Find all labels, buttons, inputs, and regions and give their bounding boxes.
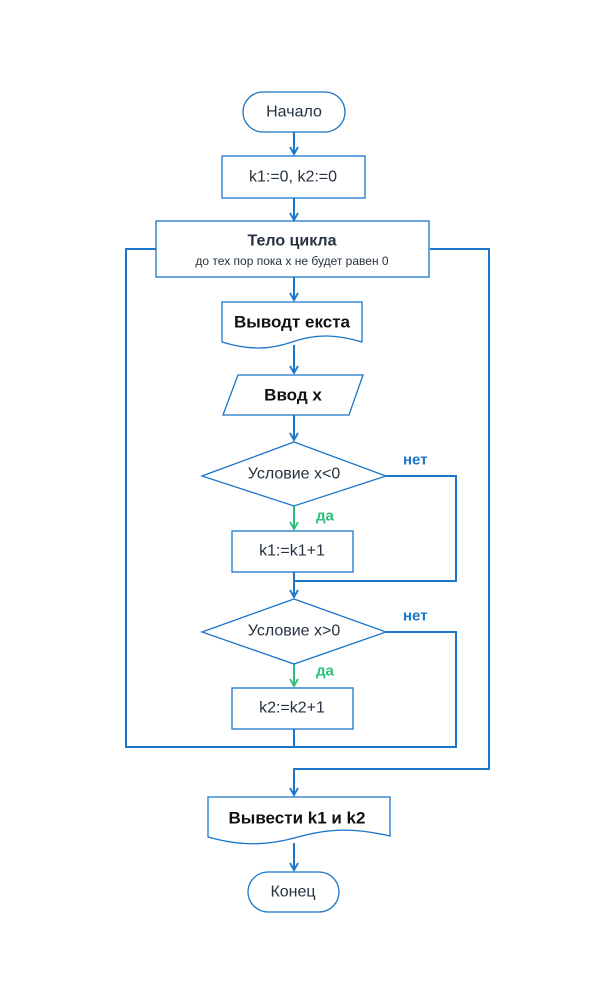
connectors (125, 132, 490, 872)
cond-neg-node: Условие x<0 (200, 441, 388, 507)
output-text-label: Выводт екста (234, 313, 351, 332)
inc-k2-label: k2:=k2+1 (259, 700, 325, 717)
output-text-node: Выводт екста (221, 301, 363, 349)
cond-neg-label: Условие x<0 (248, 466, 341, 483)
output-result-node: Вывести k1 и k2 (207, 796, 391, 845)
inc-k2-process-box (231, 687, 354, 730)
loop-sublabel: до тех пор пока x не будет равен 0 (195, 254, 388, 268)
cond-pos-no-label: нет (403, 608, 428, 625)
cond-pos-yes-label: да (316, 663, 335, 680)
end-terminator (247, 871, 340, 913)
arrow-loop-exit (289, 248, 490, 797)
inc-k1-node: k1:=k1+1 (231, 530, 354, 573)
cond-neg-yes-label: да (316, 508, 335, 525)
connector-loop-back (125, 248, 294, 748)
start-node: Начало (242, 91, 346, 133)
start-label: Начало (266, 104, 322, 121)
cond-pos-label: Условие x>0 (248, 623, 341, 640)
init-node: k1:=0, k2:=0 (221, 155, 366, 199)
loop-label: Тело цикла (248, 233, 337, 250)
output-text-document-shape (221, 301, 363, 349)
loop-box (155, 220, 430, 278)
end-node: Конец (247, 871, 340, 913)
end-label: Конец (270, 884, 315, 901)
connector-cond-neg-no (294, 475, 457, 582)
init-process-box (221, 155, 366, 199)
loop-node: Тело цикла до тех пор пока x не будет ра… (155, 220, 430, 278)
start-terminator (242, 91, 346, 133)
inc-k2-node: k2:=k2+1 (231, 687, 354, 730)
input-x-label: Ввод x (264, 386, 322, 405)
cond-neg-decision-shape (200, 441, 388, 507)
cond-pos-node: Условие x>0 (200, 598, 388, 665)
input-x-node: Ввод x (222, 374, 364, 416)
cond-neg-no-label: нет (403, 452, 428, 469)
cond-pos-decision-shape (200, 598, 388, 665)
output-result-label: Вывести k1 и k2 (229, 809, 366, 828)
connector-cond-pos-no (294, 631, 457, 748)
inc-k1-process-box (231, 530, 354, 573)
output-result-document-shape (207, 796, 391, 845)
input-x-data-shape (222, 374, 364, 416)
inc-k1-label: k1:=k1+1 (259, 543, 325, 560)
init-label: k1:=0, k2:=0 (249, 169, 337, 186)
